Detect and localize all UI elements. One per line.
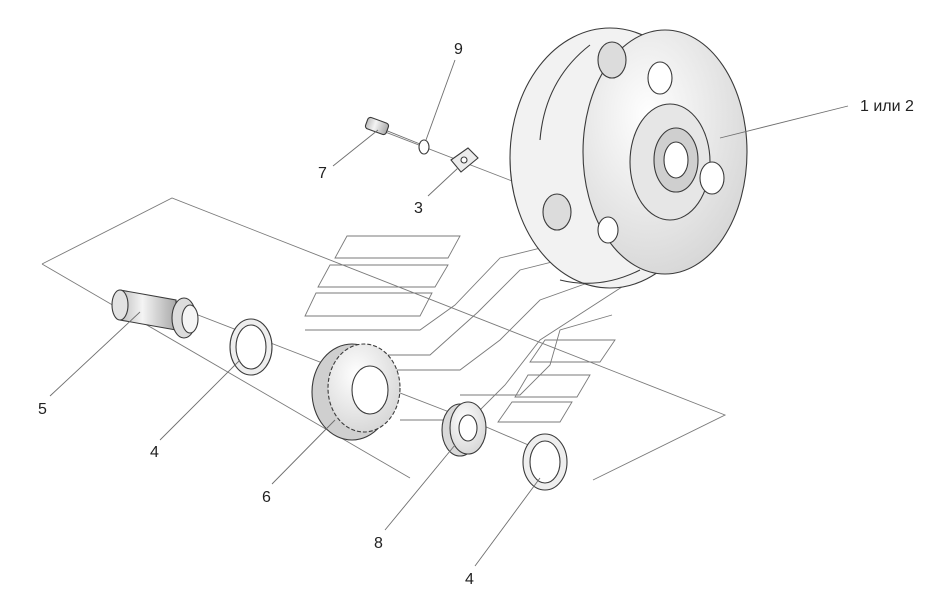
axle: [111, 289, 199, 339]
screw: [364, 116, 421, 145]
callout-thrust-washer-left: 4: [150, 444, 159, 461]
callout-lock-plate: 3: [414, 200, 423, 217]
thrust-washer-left: [229, 318, 273, 376]
callout-bearing: 8: [374, 535, 383, 552]
thrust-washer-right: [522, 433, 568, 491]
lock-plate: [450, 147, 479, 173]
callout-axle: 5: [38, 401, 47, 418]
callout-washer-small: 9: [454, 41, 463, 58]
small-washer: [418, 139, 430, 155]
callout-labels: 1 или 2 7 9 3 5 4 6 8 4: [38, 41, 914, 588]
callout-thrust-washer-right: 4: [465, 571, 474, 588]
leader-lines: [49, 59, 849, 567]
planet-gear: [311, 343, 401, 441]
callout-gear: 6: [262, 489, 271, 506]
needle-bearing: [441, 401, 487, 457]
planet-carrier: [509, 27, 748, 289]
callout-carrier: 1 или 2: [860, 98, 914, 115]
callout-screw: 7: [318, 165, 327, 182]
assembly-frame-lines: [41, 129, 727, 481]
